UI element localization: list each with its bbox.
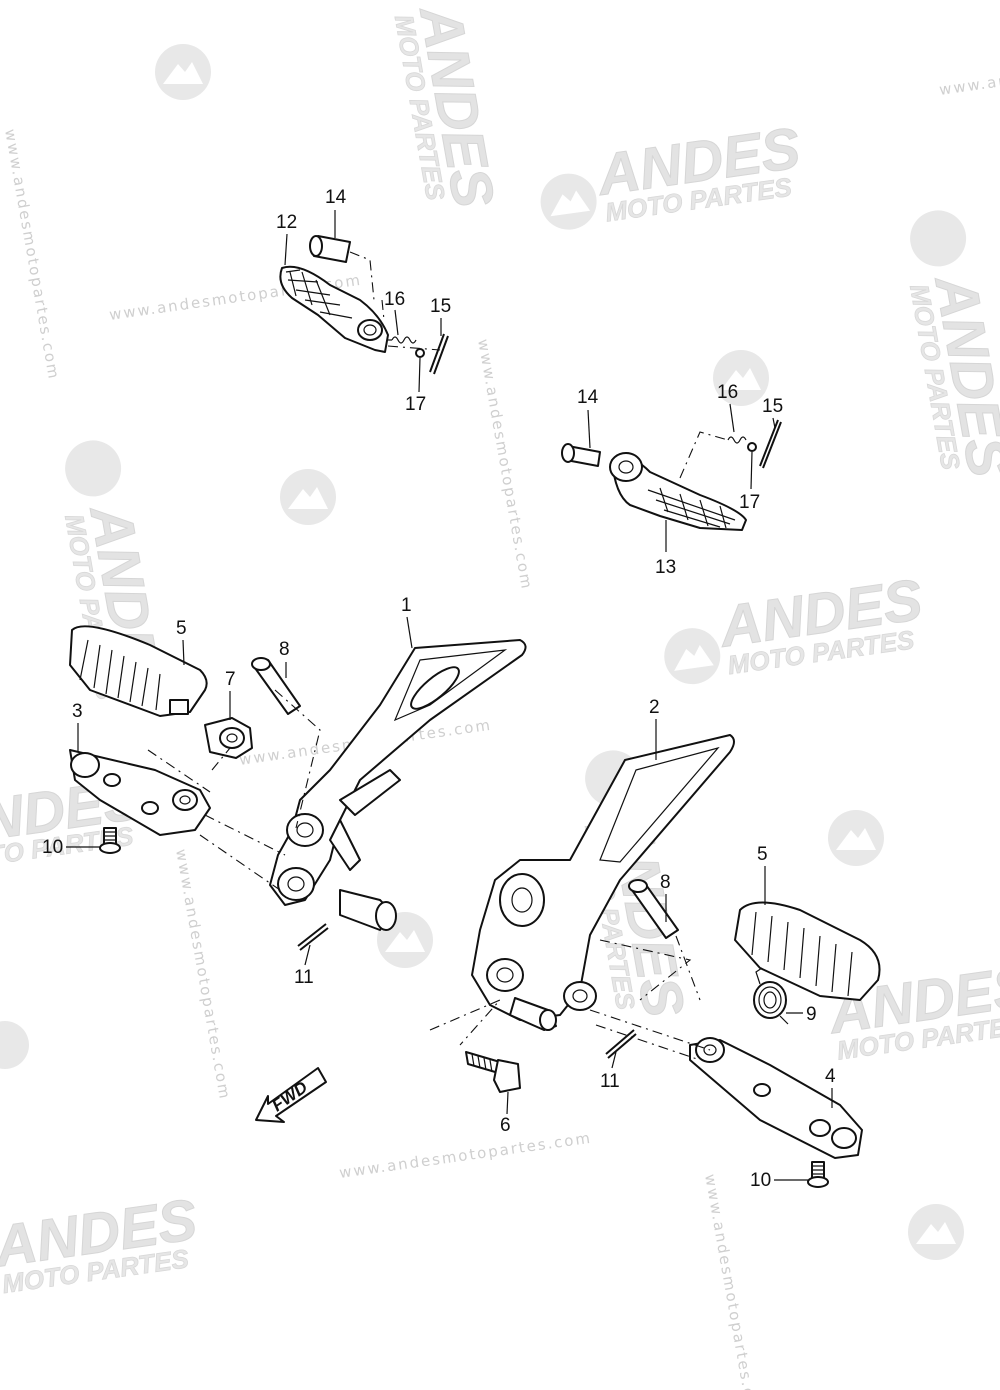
watermark-url: www.andesmotopartes.com (474, 338, 536, 592)
cotter-pin (429, 333, 449, 375)
return-spring (753, 967, 789, 1025)
callout-10: 10 (750, 1170, 771, 1191)
callout-layer: 14 12 16 15 17 14 16 15 17 13 1 5 8 7 3 … (42, 187, 836, 1191)
footrest-bracket-right (471, 734, 735, 1031)
cotter-pin (297, 923, 329, 951)
callout-16: 16 (717, 382, 738, 403)
watermark-url: www.andesmotopartes.com (172, 848, 234, 1102)
callout-11: 11 (294, 967, 314, 988)
callout-4: 4 (825, 1066, 836, 1087)
footpeg-rubber-right (734, 901, 881, 1001)
callout-8: 8 (279, 639, 290, 660)
watermark-url: www.andesmotopartes.com (938, 46, 1000, 99)
watermark-logo-icon (713, 350, 769, 406)
footrest-bracket-left (269, 639, 527, 931)
callout-12: 12 (276, 212, 297, 233)
watermark-url: www.andesmotopartes.com (1, 128, 63, 382)
passenger-footrest-right (609, 452, 747, 531)
bolt-right (807, 1161, 829, 1188)
watermark-brand: ANDES MOTO PARTES (388, 0, 507, 213)
forward-arrow-icon: FWD (255, 1067, 327, 1123)
bracket-pin-left (251, 657, 301, 715)
footpeg-holder-right (689, 1037, 863, 1159)
callout-15: 15 (762, 396, 783, 417)
footpeg-holder-left (69, 749, 211, 836)
spring-holder (204, 717, 253, 759)
callout-14: 14 (577, 387, 599, 408)
watermark-logo-icon (908, 1204, 964, 1260)
callout-14: 14 (325, 187, 347, 208)
footrest-washer (415, 348, 425, 358)
callout-5: 5 (757, 844, 768, 865)
watermark-brand: ANDES MOTO PARTES (664, 566, 927, 685)
cotter-pin (605, 1029, 637, 1059)
bracket-bolt (465, 1051, 521, 1093)
callout-10: 10 (42, 837, 63, 858)
callout-6: 6 (500, 1115, 511, 1136)
callout-9: 9 (806, 1004, 817, 1025)
watermark-logo-icon (280, 469, 336, 525)
footrest-spring (727, 436, 747, 444)
footrest-pin (561, 443, 601, 467)
passenger-footrest-left (279, 265, 389, 353)
callout-13: 13 (655, 557, 676, 578)
callout-17: 17 (405, 394, 426, 415)
footrest-pin (309, 235, 351, 263)
watermark-brand: ANDES MOTO PARTES (0, 1186, 202, 1299)
bolt-left (99, 827, 121, 854)
watermark-brand: ANDES MOTO PARTES (540, 115, 805, 230)
callout-5: 5 (176, 618, 187, 639)
callout-3: 3 (72, 701, 83, 722)
footpeg-rubber-left (69, 625, 208, 717)
watermark-logo-icon (828, 810, 884, 866)
callout-1: 1 (401, 595, 412, 616)
watermark-logo-icon (0, 1021, 29, 1069)
callout-11: 11 (600, 1071, 620, 1092)
callout-2: 2 (649, 697, 660, 718)
watermark-url: www.andesmotopartes.com (701, 1173, 763, 1390)
footrest-washer (747, 442, 757, 452)
callout-8: 8 (660, 872, 671, 893)
watermark-brand: ANDES MOTO PARTES (904, 210, 1000, 483)
callout-17: 17 (739, 492, 760, 513)
watermark-url: www.andesmotopartes.com (338, 1129, 593, 1182)
footrest-spring (388, 336, 417, 344)
watermark-logo-icon (155, 44, 211, 100)
bracket-pin-right (628, 879, 679, 939)
cotter-pin (759, 419, 782, 469)
callout-16: 16 (384, 289, 405, 310)
callout-7: 7 (225, 669, 236, 690)
callout-15: 15 (430, 296, 451, 317)
